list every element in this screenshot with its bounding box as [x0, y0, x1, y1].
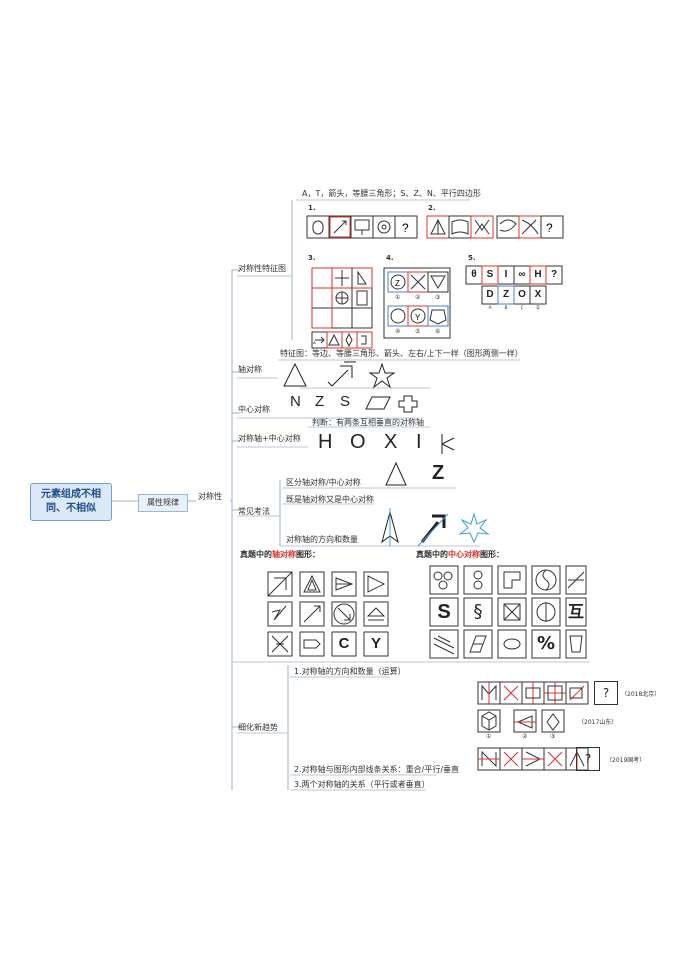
- distinguish-triangle-icon: [385, 461, 407, 486]
- note-axis-count: 对称轴的方向和数量: [286, 535, 358, 544]
- panel1-number: 1.: [308, 204, 316, 212]
- note-both: 既是轴对称又是中心对称: [286, 495, 374, 504]
- p5-opt: C: [520, 305, 524, 310]
- note-axis-feature: 特征图：等边、等腰三角形、箭头、左右/上下一样（图形两侧一样）: [280, 349, 523, 358]
- year-2019: （2019国考）: [606, 757, 646, 764]
- trend-q3: ?: [576, 747, 600, 771]
- note-trend2: 2.对称轴与图形内部线条关系：重合/平行/垂直: [294, 765, 460, 774]
- p4-circled-4: ④: [395, 328, 401, 335]
- note-top: A，T，箭头，等腰三角形；S、Z、N、平行四边形: [302, 189, 481, 198]
- root-label-line1: 元素组成不相: [41, 489, 101, 500]
- panel4-number: 4.: [386, 254, 394, 262]
- branch-center[interactable]: 中心对称: [238, 405, 270, 414]
- center-shapes: [365, 395, 418, 413]
- center-grid-title: 真题中的中心对称图形：: [416, 550, 504, 559]
- axis-symmetry-shapes: [283, 361, 396, 389]
- root-label-line2: 同、不相似: [46, 503, 96, 514]
- branch-common[interactable]: 常见考法: [238, 507, 270, 516]
- note-trend3: 3.两个对称轴的关系（平行或者垂直）: [294, 780, 430, 789]
- both-letter-h: H: [318, 431, 333, 453]
- trend-circled-2: ②: [522, 733, 528, 740]
- p5-opt: D: [536, 305, 540, 310]
- axis-count-shapes: [381, 508, 490, 547]
- svg-text:?: ?: [402, 221, 409, 235]
- branch-axis-center[interactable]: 对称轴+中心对称: [238, 434, 301, 443]
- node-attribute-rule[interactable]: 属性规律: [138, 494, 188, 512]
- p5-cell: ∞: [518, 269, 526, 280]
- star-icon: [368, 362, 396, 389]
- both-letter-o: O: [350, 431, 366, 453]
- feature-panels-svg: ? ? A: [306, 215, 564, 349]
- year-2017: （2017山东）: [578, 719, 618, 726]
- p4-circled-5: ⑤: [415, 328, 421, 335]
- flag-shape-icon: [441, 434, 455, 454]
- p4-circled-1: ①: [395, 294, 401, 301]
- center-grid-percent: %: [536, 633, 556, 654]
- p5-cell: ?: [550, 269, 558, 280]
- p5-opt: A: [488, 305, 492, 310]
- svg-text:Z: Z: [395, 279, 400, 288]
- axis-grid-letter-c: C: [338, 635, 350, 652]
- arrow-icon: [327, 361, 356, 387]
- center-letter-s: S: [340, 393, 351, 410]
- node-symmetry[interactable]: 对称性: [198, 492, 222, 501]
- center-grid-hu: 互: [567, 602, 584, 621]
- p4-circled-2: ②: [415, 294, 421, 301]
- p5-cell: X: [534, 289, 542, 300]
- trend-circled-1: ①: [486, 733, 492, 740]
- branch-trend[interactable]: 细化新趋势: [238, 723, 278, 732]
- year-2018: （2018北京）: [621, 691, 661, 698]
- branch-axis[interactable]: 轴对称: [238, 365, 262, 374]
- both-letter-x: X: [384, 431, 398, 453]
- svg-text:A: A: [313, 340, 316, 345]
- center-grid-section-sign: §: [473, 601, 483, 622]
- trend-figures: [477, 681, 589, 771]
- note-distinguish: 区分轴对称/中心对称: [286, 478, 361, 487]
- root-node[interactable]: 元素组成不相同、不相似: [30, 483, 112, 521]
- p5-cell: H: [534, 269, 542, 280]
- triangle-icon: [283, 362, 307, 387]
- p5-bottom-row: D Z O X: [482, 286, 546, 304]
- distinguish-letter-z: Z: [432, 462, 445, 484]
- note-judge: 判断：有两条互相垂直的对称轴: [312, 418, 424, 427]
- cross-icon: [398, 395, 418, 413]
- p4-circled-3: ③: [435, 294, 441, 301]
- p5-options: A B C D: [482, 305, 546, 310]
- center-grid-letter-s: S: [437, 601, 451, 623]
- p5-opt: B: [504, 305, 508, 310]
- center-letter-n: N: [290, 393, 301, 410]
- panel5-number: 5.: [468, 254, 476, 262]
- p4-circled-6: ⑥: [435, 328, 441, 335]
- trend-circled-3: ③: [550, 733, 556, 740]
- p5-cell: Z: [502, 289, 510, 300]
- svg-text:Y: Y: [415, 313, 421, 322]
- center-letter-z: Z: [315, 393, 325, 410]
- branch-features[interactable]: 对称性特征图: [238, 264, 286, 273]
- axis-grid-letter-y: Y: [370, 635, 381, 652]
- axis-grid-title: 真题中的轴对称图形：: [240, 550, 320, 559]
- axis-grid-figures: [267, 571, 389, 657]
- parallelogram-icon: [365, 396, 391, 410]
- p5-cell: S: [486, 269, 494, 280]
- p5-cell: I: [504, 269, 508, 280]
- p5-cell: D: [486, 289, 494, 300]
- p5-cell: O: [518, 289, 526, 300]
- both-letter-i: I: [416, 431, 422, 453]
- panel3-number: 3.: [308, 254, 316, 262]
- center-grid-figures: [429, 565, 587, 659]
- p5-top-row: θ S I ∞ H ?: [466, 266, 562, 284]
- note-trend1: 1.对称轴的方向和数量（运算）: [294, 667, 406, 676]
- panel2-number: 2.: [428, 204, 436, 212]
- svg-text:?: ?: [546, 221, 553, 235]
- trend-q1: ?: [594, 681, 618, 705]
- p5-cell: θ: [471, 269, 477, 280]
